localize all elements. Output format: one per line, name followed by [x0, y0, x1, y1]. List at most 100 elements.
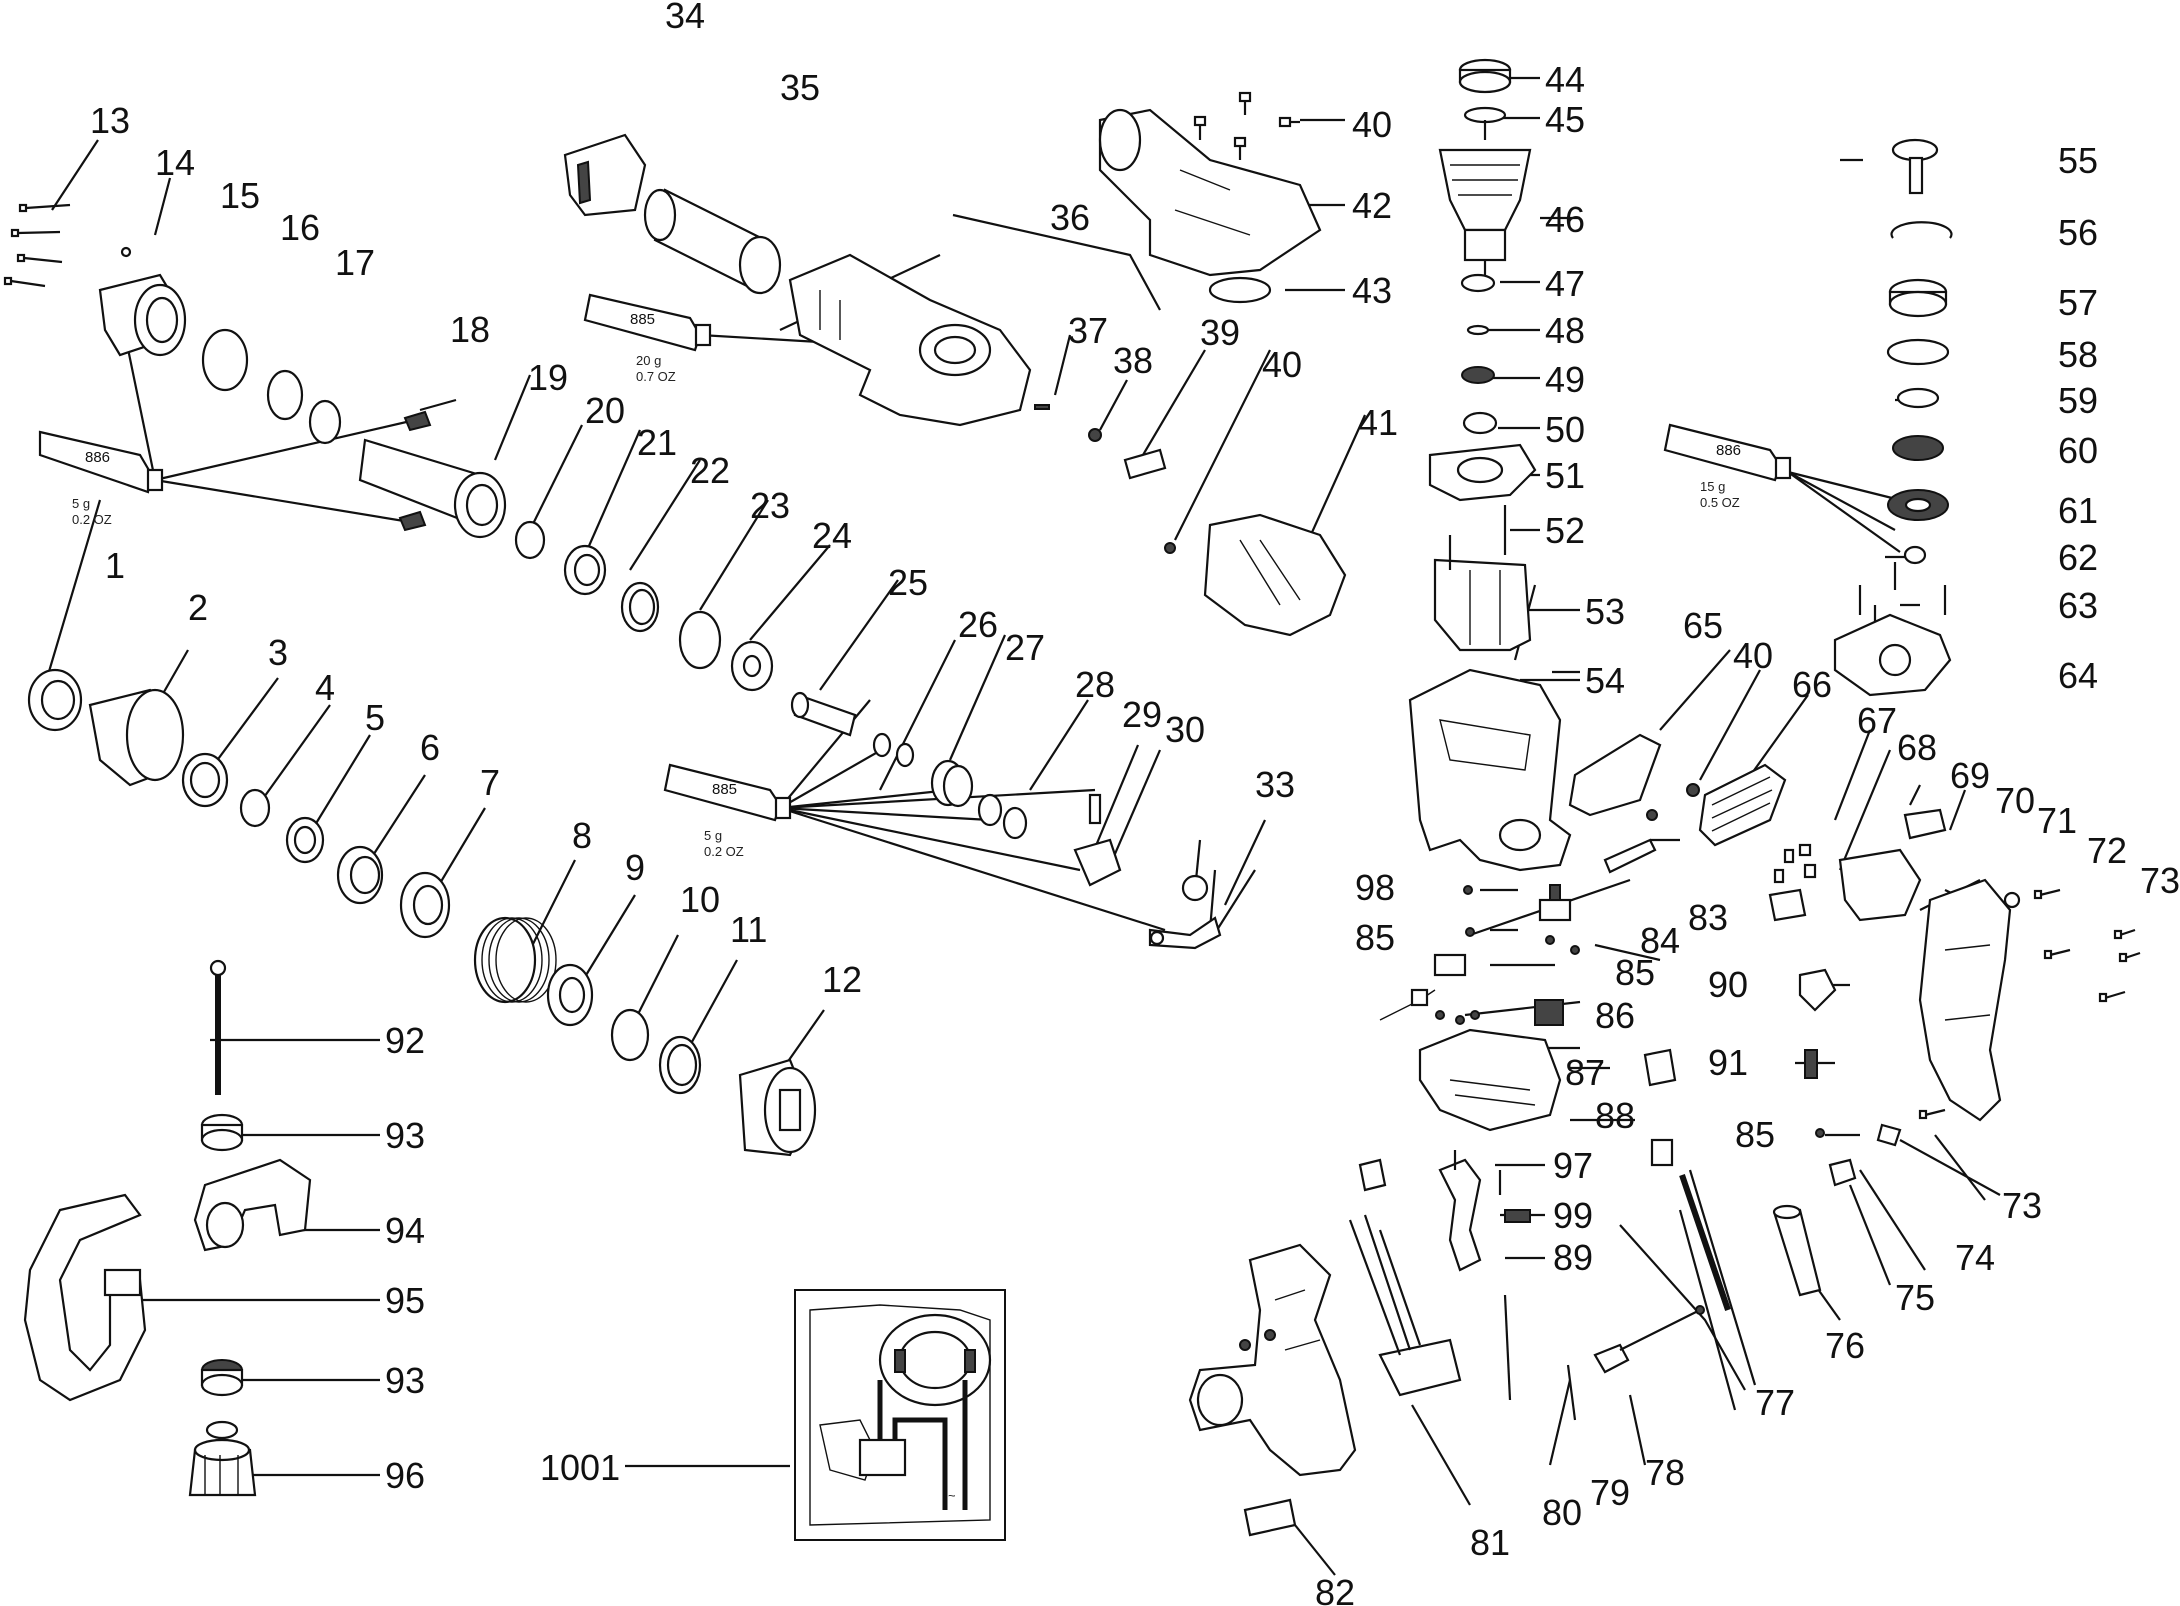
part-label-88: 88	[1595, 1095, 1635, 1136]
switch-86-icon	[1534, 999, 1564, 1026]
carrier-68-icon	[1838, 848, 1922, 922]
part-label-55: 55	[2058, 140, 2098, 181]
wire-79-icon	[1566, 1364, 1577, 1421]
part-label-15: 15	[220, 175, 260, 216]
gear-housing-36-icon	[788, 253, 1032, 427]
parts-artwork	[3, 58, 2141, 1537]
part-label-8: 8	[572, 815, 592, 856]
part-label-40-top: 40	[1352, 104, 1392, 145]
brush-83-icon	[1603, 838, 1680, 874]
plate-69-icon	[1903, 808, 1947, 840]
part-label-10: 10	[680, 879, 720, 920]
part-label-56: 56	[2058, 212, 2098, 253]
part-label-60: 60	[2058, 430, 2098, 471]
pin-75-icon	[1828, 1158, 1857, 1187]
part-label-9: 9	[625, 847, 645, 888]
part-label-28: 28	[1075, 664, 1115, 705]
part-label-93-top: 93	[385, 1115, 425, 1156]
plate-41-icon	[1203, 513, 1347, 637]
wiring-diagram-1001: ~	[794, 1289, 1006, 1541]
clip-small-icon	[1358, 1158, 1387, 1192]
tube-886-right-code: 886	[1716, 442, 1741, 459]
oring-16-icon	[201, 328, 249, 392]
tube-885-mid-oz: 0.2 OZ	[704, 844, 744, 859]
brush-plate-84-icon	[1538, 884, 1572, 922]
seal-1-icon	[27, 668, 83, 732]
part-label-30: 30	[1165, 709, 1205, 750]
oring-58-icon	[1886, 338, 1950, 366]
part-label-86: 86	[1595, 995, 1635, 1036]
washer-24-icon	[730, 640, 774, 692]
part-label-68: 68	[1897, 727, 1937, 768]
tube-886-right-oz: 0.5 OZ	[1700, 495, 1740, 510]
part-label-18: 18	[450, 309, 490, 350]
cap-34-icon	[563, 133, 647, 217]
part-label-65: 65	[1683, 605, 1723, 646]
clamp-94-icon	[193, 1158, 312, 1252]
chuck-12-icon	[738, 1058, 817, 1157]
part-label-57: 57	[2058, 282, 2098, 323]
part-label-11: 11	[730, 909, 767, 950]
bearing-49-icon	[1461, 366, 1495, 384]
pin-98-icon	[1463, 885, 1473, 895]
part-label-51: 51	[1545, 455, 1585, 496]
screw-40-mid-icon	[1164, 542, 1176, 554]
part-label-29: 29	[1122, 694, 1162, 735]
switch-right-icon	[1650, 1138, 1674, 1167]
part-label-23: 23	[750, 485, 790, 526]
screws-80-area-icon	[1239, 1329, 1276, 1351]
part-label-41: 41	[1358, 402, 1398, 443]
oring-17b-icon	[308, 399, 342, 445]
part-label-20: 20	[585, 390, 625, 431]
bush-62-icon	[1903, 545, 1927, 565]
screws-72-73-icon	[1918, 888, 2141, 1120]
bearing-59-icon	[1896, 387, 1940, 409]
part-label-87: 87	[1565, 1052, 1605, 1093]
spring-99-icon	[1504, 1209, 1531, 1223]
bearing-47-icon	[1460, 273, 1496, 293]
motor-housing-54-icon	[1408, 668, 1572, 872]
part-label-82: 82	[1315, 1572, 1355, 1606]
clip-74-icon	[1876, 1123, 1902, 1147]
part-label-64: 64	[2058, 655, 2098, 696]
part-label-14: 14	[155, 142, 195, 183]
washer-20-icon	[514, 520, 546, 560]
piston-30-icon	[1073, 838, 1122, 887]
part-label-16: 16	[280, 207, 320, 248]
part-label-73-bottom: 73	[2002, 1185, 2042, 1226]
tube-885-top-weight: 20 g	[636, 353, 661, 368]
part-label-85-c: 85	[1735, 1114, 1775, 1155]
springs-67-icon	[1773, 843, 1817, 884]
part-label-2: 2	[188, 587, 208, 628]
screw-85-right-icon	[1815, 1128, 1825, 1138]
pin-37-icon	[1034, 404, 1050, 410]
label-82-icon	[1243, 1498, 1297, 1537]
part-number-labels: 13 14 15 16 17 18 19 20 21 22 23 24 25 2…	[90, 0, 2180, 1606]
armature-46-icon	[1438, 120, 1532, 275]
ball-14-icon	[120, 246, 132, 258]
part-label-21: 21	[637, 422, 677, 463]
bush-50-icon	[1462, 411, 1498, 435]
part-label-90: 90	[1708, 964, 1748, 1005]
ring-5-icon	[285, 816, 325, 864]
part-label-19: 19	[528, 357, 568, 398]
screw-85-a-icon	[1465, 927, 1475, 937]
block-39-icon	[1123, 448, 1167, 480]
part-label-91: 91	[1708, 1042, 1748, 1083]
pin-25-icon	[790, 691, 857, 737]
part-label-5: 5	[365, 697, 385, 738]
rod-92-icon	[209, 959, 227, 1095]
part-label-81: 81	[1470, 1522, 1510, 1563]
part-label-53: 53	[1585, 591, 1625, 632]
nut-71-icon	[2003, 891, 2021, 909]
part-label-7: 7	[480, 762, 500, 803]
part-label-3: 3	[268, 632, 288, 673]
tube-886-left-weight: 5 g	[72, 496, 90, 511]
side-handle-95-icon	[23, 1193, 147, 1402]
gear-9-icon	[546, 963, 594, 1027]
part-label-80: 80	[1542, 1492, 1582, 1533]
tube-885-mid-weight: 5 g	[704, 828, 722, 843]
sleeve-6-icon	[336, 845, 384, 905]
part-label-67: 67	[1857, 700, 1897, 741]
part-label-47: 47	[1545, 263, 1585, 304]
